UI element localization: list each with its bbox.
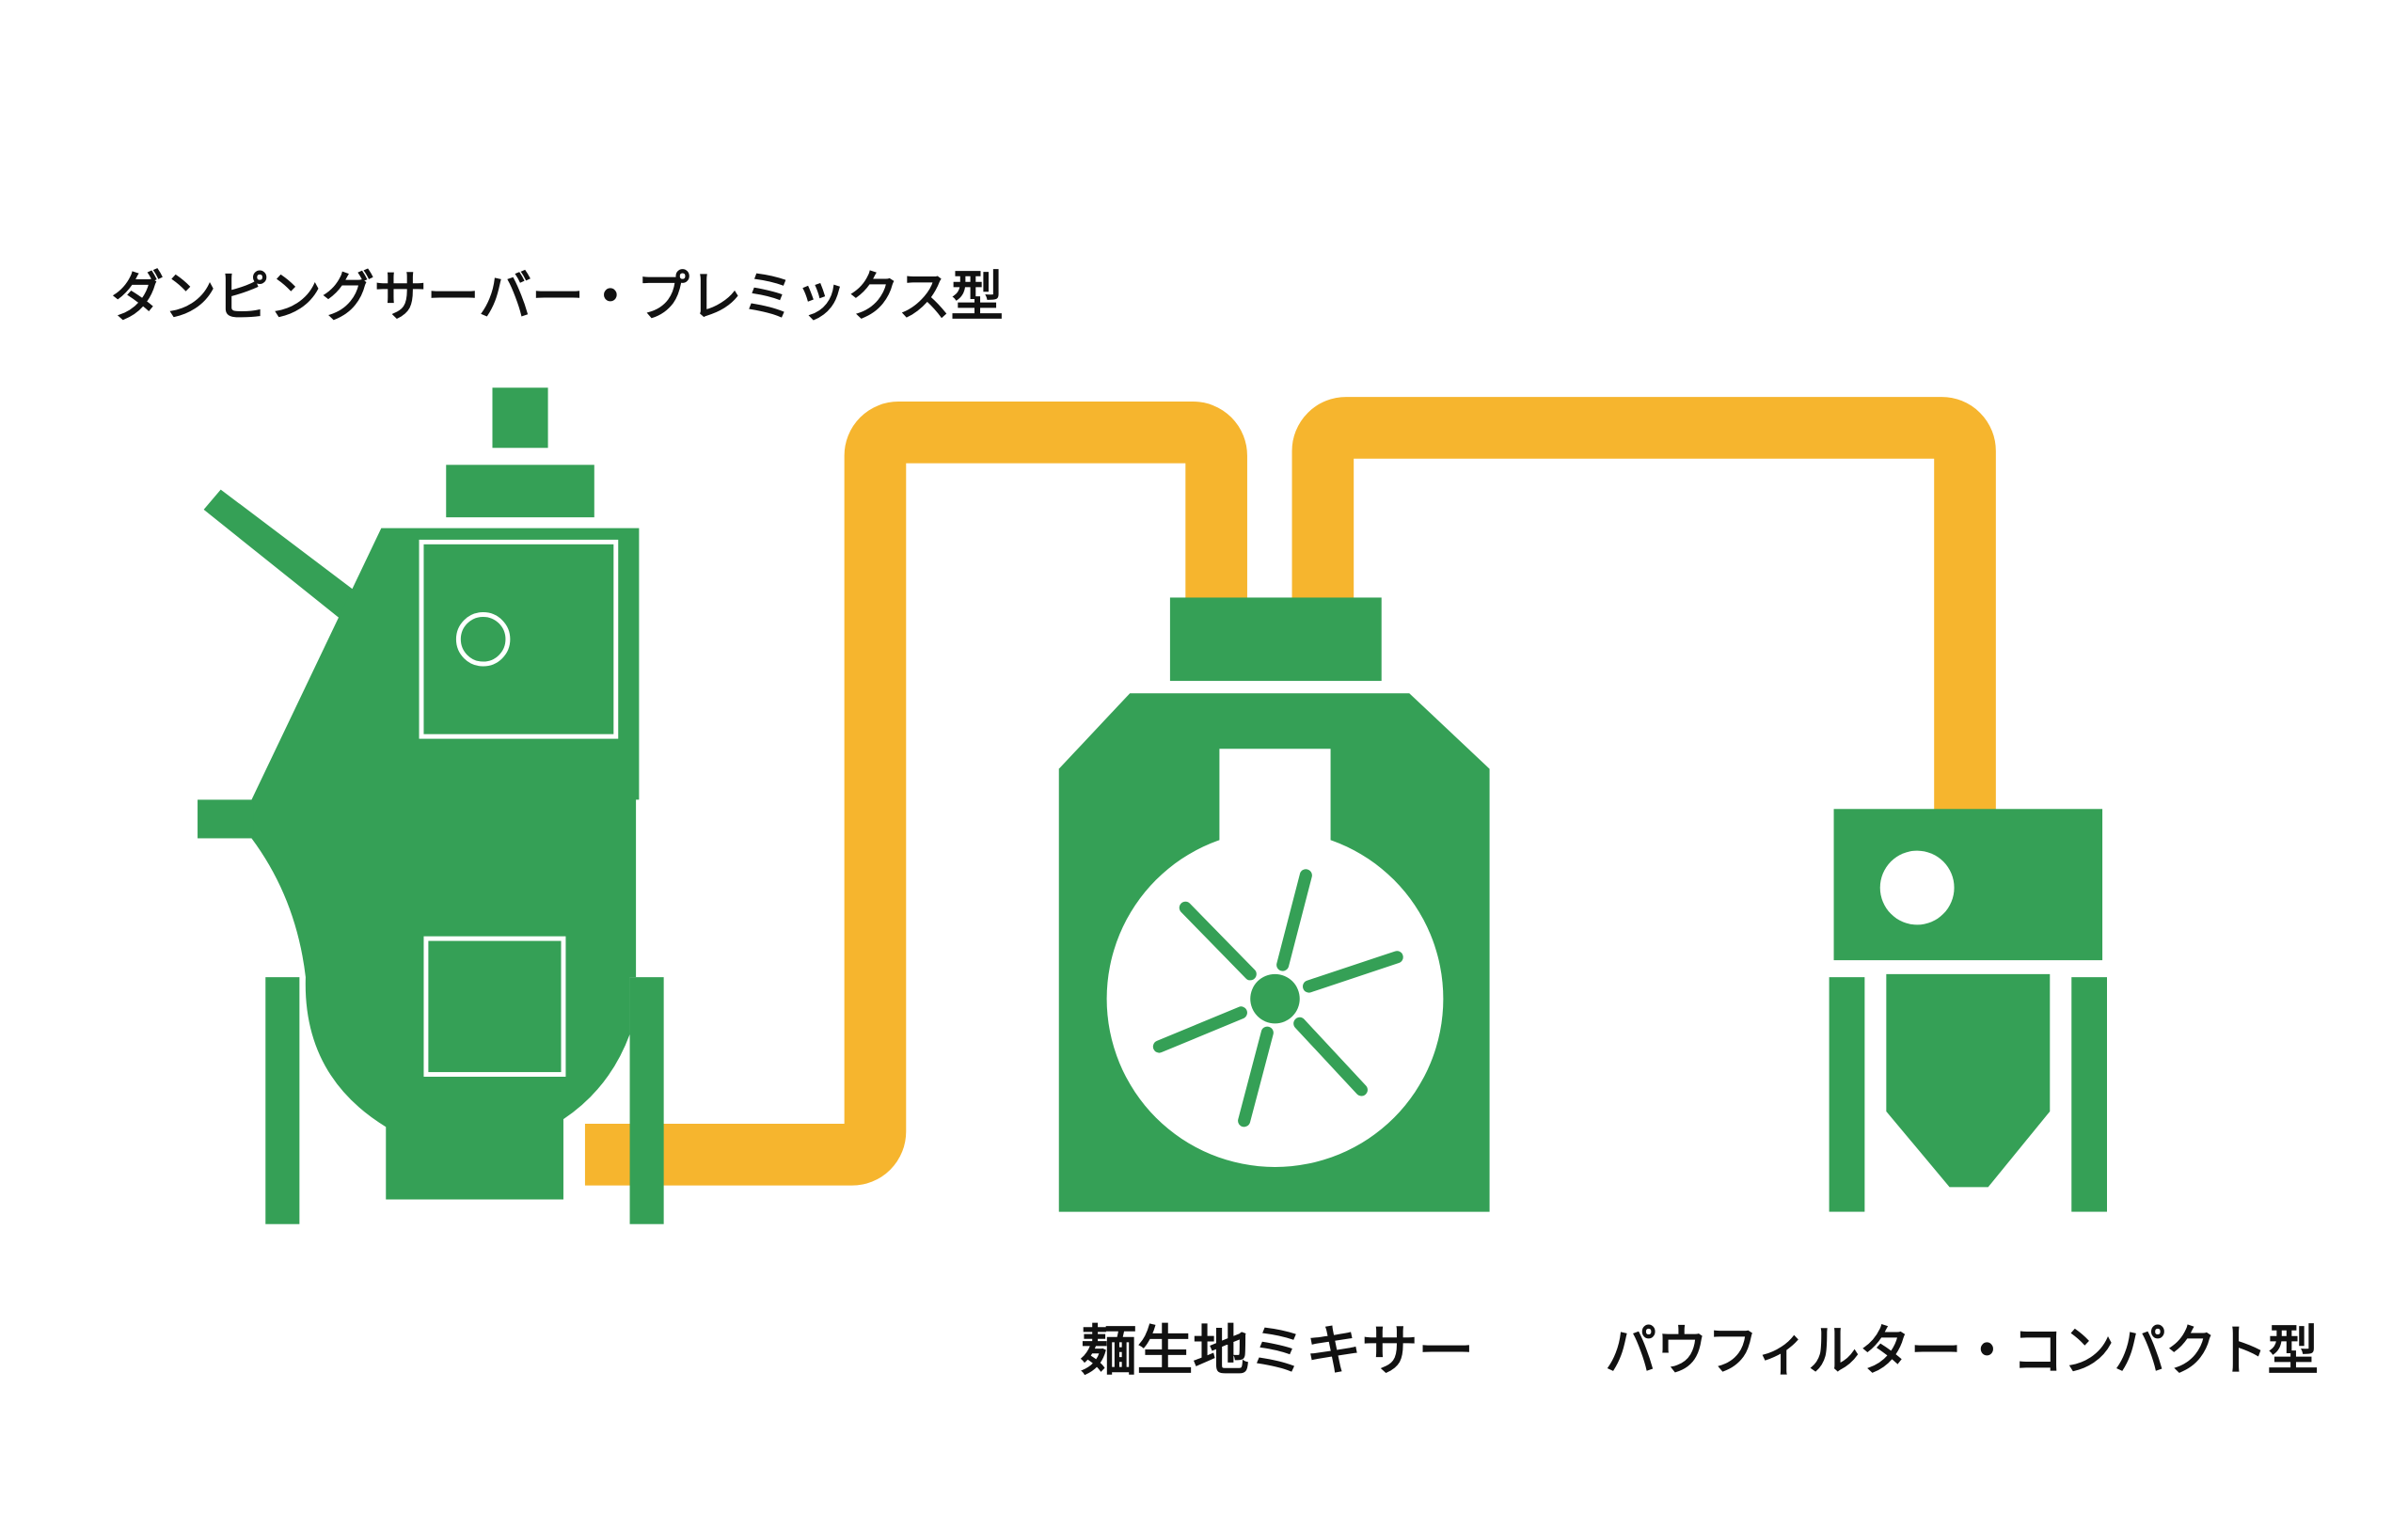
label-filter: パウフィルター・コンパクト型	[1606, 1319, 2319, 1382]
top-collar	[446, 465, 594, 518]
filter-port	[1879, 850, 1955, 925]
mixer-blades	[1152, 869, 1403, 1128]
filter-leg-left	[1829, 977, 1865, 1212]
mixer-top-box	[1169, 597, 1382, 682]
mixer-hub	[1250, 973, 1300, 1024]
blade	[1293, 1017, 1368, 1096]
side-port	[198, 799, 254, 839]
label-premix: ダンピングサーバー・プレミックス型	[111, 265, 1004, 328]
pipe-mixer-to-filter	[1291, 397, 1996, 812]
lower-hatch	[423, 936, 566, 1077]
label-mixer: 麺生地ミキサー	[1081, 1319, 1474, 1382]
blade	[1238, 1026, 1274, 1128]
blade	[1303, 951, 1403, 993]
filter-hopper	[1886, 973, 2051, 1188]
sight-glass	[455, 612, 511, 667]
upper-hatch	[419, 539, 619, 739]
dumping-server-machine	[198, 387, 664, 1224]
leg-left	[265, 977, 300, 1224]
filter-housing	[1833, 809, 2103, 961]
leg-right	[629, 977, 664, 1224]
blade	[1276, 869, 1312, 971]
blade	[1152, 1006, 1247, 1053]
powder-filter	[1829, 809, 2107, 1212]
top-cap	[492, 387, 548, 449]
noodle-dough-mixer	[1058, 597, 1490, 1212]
pipes	[584, 397, 1996, 1186]
machine-body	[251, 528, 640, 1200]
pipe-premix-to-mixer	[584, 402, 1247, 1186]
inlet-arm	[203, 489, 360, 622]
filter-leg-right	[2071, 977, 2107, 1212]
blade	[1179, 901, 1257, 981]
